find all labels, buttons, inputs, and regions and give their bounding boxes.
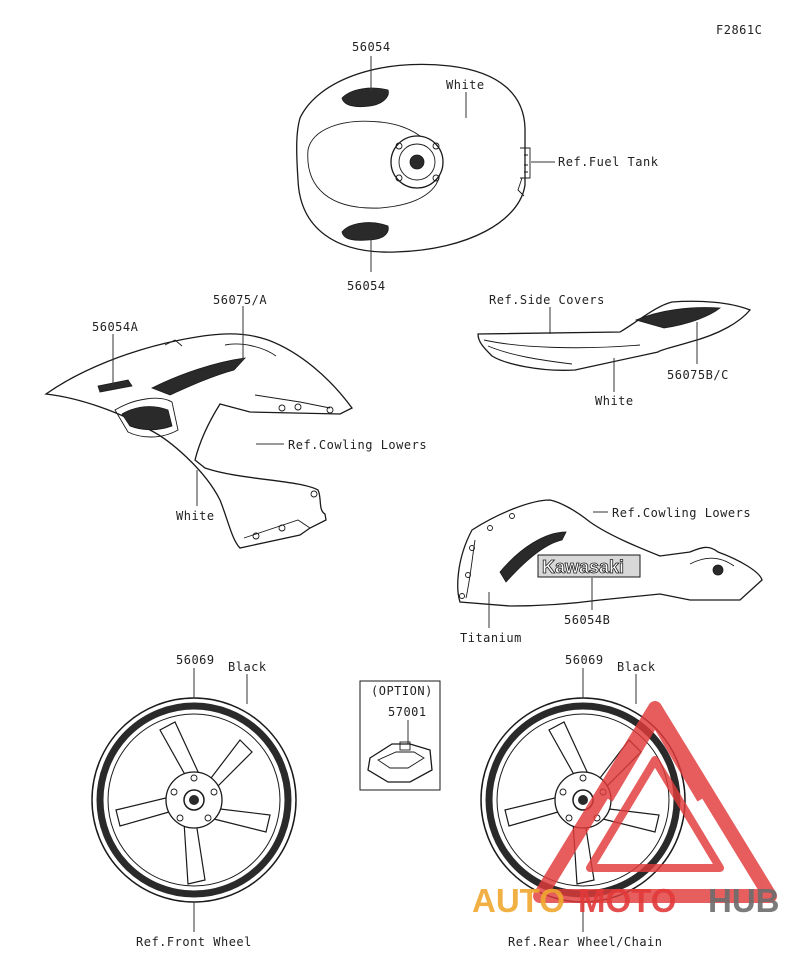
lower-cowl-stripe [499,531,567,583]
label-option-title: (OPTION) [371,684,433,698]
watermark-logo [533,701,777,903]
kawasaki-decal [537,554,641,578]
label-option-part: 57001 [388,705,427,719]
watermark-text-hub: HUB [708,882,780,919]
label-lower-part: 56054B [564,613,610,627]
label-upper-cowl-part-b: 56054A [92,320,139,334]
label-front-wheel-color: Black [228,660,267,674]
label-ref-cowling-lowers-2: Ref.Cowling Lowers [612,506,751,520]
label-tank-color: White [446,78,485,92]
label-ref-side-covers: Ref.Side Covers [489,293,605,307]
front-wheel-rim-stripe [96,702,292,898]
watermark-text: AUTO MOTO HUB [472,882,780,919]
watermark-text-moto: MOTO [578,882,676,919]
side-cover-stripe [634,307,722,329]
label-front-wheel-part: 56069 [176,653,215,667]
lower-cowl-outline [457,499,763,607]
label-ref-cowling-lowers-1: Ref.Cowling Lowers [288,438,427,452]
label-lower-color: Titanium [460,631,522,645]
option-box-group: (OPTION) 57001 [359,680,441,791]
label-ref-rear-wheel: Ref.Rear Wheel/Chain [508,935,663,949]
ninja-emblem-bottom [341,222,389,241]
label-cowl-color: White [176,509,215,523]
fuel-tank-group [296,63,531,253]
label-tank-bottom-part: 56054 [347,279,386,293]
kawasaki-decal-text: Kawasaki [542,557,624,577]
label-side-part: 56075B/C [667,368,729,382]
label-ref-front-wheel: Ref.Front Wheel [136,935,252,949]
upper-cowl-group [44,333,353,549]
label-rear-wheel-part: 56069 [565,653,604,667]
cowl-vent-decal [121,406,173,431]
lower-cowl-group: Kawasaki [457,499,763,607]
side-cover-group [477,300,752,371]
front-wheel-group [91,697,297,903]
figure-code: F2861C [716,23,762,37]
label-upper-cowl-part-a: 56075/A [213,293,267,307]
label-ref-fuel-tank: Ref.Fuel Tank [558,155,659,169]
rear-wheel-group [480,697,686,903]
watermark-text-auto: AUTO [472,882,565,919]
label-tank-top-part: 56054 [352,40,391,54]
cowl-stripe-decal [151,357,247,396]
ninja-emblem-top [341,87,389,108]
label-side-color: White [595,394,634,408]
label-rear-wheel-color: Black [617,660,656,674]
